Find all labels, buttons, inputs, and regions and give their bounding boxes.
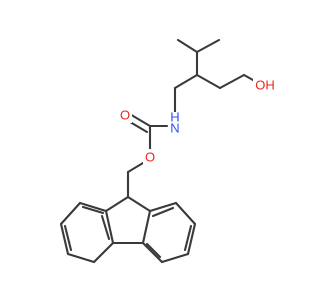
carbonyl-oxygen-group: O xyxy=(118,107,132,123)
c9-right-ring-bond xyxy=(126,195,152,213)
atom-label-layer: OH O H N O xyxy=(118,77,277,165)
ester-oxygen-group: O xyxy=(143,149,157,165)
isopropyl-methyl-bond-left xyxy=(176,38,199,54)
right-benzene-bond-2 xyxy=(174,201,197,226)
c9-left-ring-bond xyxy=(104,195,130,213)
right-benzene-bond-5 xyxy=(141,241,164,264)
nitrogen-group: H N xyxy=(168,110,182,138)
bond-layer xyxy=(59,38,255,264)
right-benzene-bond-3 xyxy=(186,222,197,256)
ester-oxygen-label: O xyxy=(145,150,155,165)
nitrogen-label: N xyxy=(170,121,179,136)
hydroxymethyl-to-oxygen-bond xyxy=(218,73,246,90)
right-benzene-inner-bond-a xyxy=(151,206,175,218)
five-ring-right-bond xyxy=(141,209,152,245)
nitrogen-hydrogen-label: H xyxy=(170,110,179,125)
structural-formula: OH O H N O xyxy=(59,38,277,264)
left-benzene-inner-bond-c xyxy=(81,205,105,215)
right-benzene-inner-bond-b xyxy=(183,224,193,252)
right-benzene-bond-1 xyxy=(148,201,178,213)
left-benzene-bond-5 xyxy=(92,241,115,264)
right-benzene-bond-4 xyxy=(160,252,190,264)
hydroxyl-label-background xyxy=(253,77,277,93)
left-benzene-bond-2 xyxy=(59,201,82,226)
hydroxyl-group: OH xyxy=(253,77,277,93)
hydroxyl-bond xyxy=(242,73,255,82)
carbonyl-oxygen-label: O xyxy=(120,108,130,123)
hydroxyl-label: OH xyxy=(255,78,275,93)
isopropyl-methyl-bond-right xyxy=(195,38,221,54)
left-benzene-bond-1 xyxy=(78,201,108,213)
left-benzene-bond-4 xyxy=(66,252,96,264)
five-ring-left-bond xyxy=(104,209,115,245)
carbonyl-oxygen-label-background xyxy=(118,107,132,123)
right-benzene-inner-bond-c xyxy=(145,242,162,259)
ester-oxygen-label-background xyxy=(143,149,157,165)
left-benzene-bond-3 xyxy=(59,222,70,256)
ester-oxygen-methylene-bond xyxy=(126,161,145,174)
nitrogen-label-background xyxy=(168,112,182,138)
left-benzene-inner-bond-a xyxy=(100,214,111,241)
left-benzene-inner-bond-b xyxy=(63,224,73,252)
hydroxymethyl-bond xyxy=(195,73,222,90)
backbone-ch-bond xyxy=(173,73,199,90)
